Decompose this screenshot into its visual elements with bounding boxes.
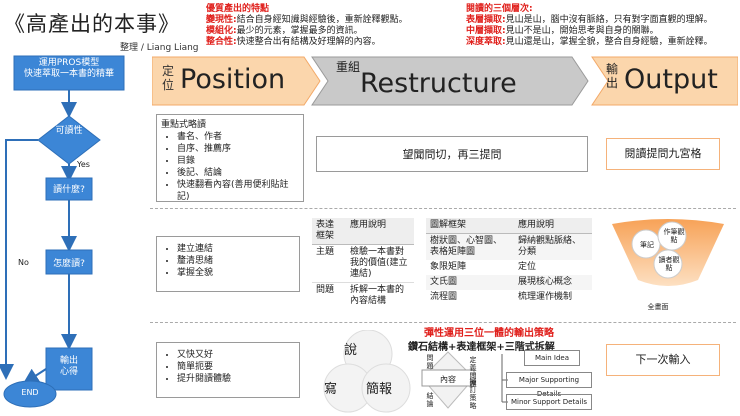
list-item: 釐清思緒	[177, 255, 295, 267]
levels-block: 閱讀的三個層次: 表層擷取:見山是山，腦中沒有脈絡，只有對字面直觀的理解。 中層…	[466, 4, 738, 48]
venn-label-c: 簡報	[366, 382, 393, 397]
ribbon-arrows	[152, 56, 738, 106]
row1-restructure-box: 望聞問切，再三提問	[316, 136, 588, 172]
stair-main: Main Idea	[524, 350, 580, 366]
flow-output	[45, 347, 93, 391]
ribbon-restructure-small: 重組	[336, 60, 361, 74]
diamond-center-box	[421, 369, 475, 387]
page-title: 《高產出的本事》	[4, 12, 180, 36]
list-item: 建立連結	[177, 243, 295, 255]
ribbon-output	[591, 56, 738, 106]
stair-major: Major Supporting Details	[506, 372, 592, 398]
row3-position-box: 又快又好 簡單扼要 提升閱讀體驗	[156, 342, 300, 398]
venn-diagram	[323, 330, 411, 413]
framework-table: 表達框架 應用說明 主題 檢驗一本書對我的價值(建立連結) 問題 拆解一本書的內…	[312, 218, 414, 309]
list-item: 掌握全貌	[177, 267, 295, 279]
flow-start	[13, 55, 125, 91]
diamond-far-right: 擬訂策略	[469, 378, 477, 410]
diamond-center: 內容	[440, 375, 456, 384]
venn-circle	[361, 363, 411, 413]
venn-label-a: 說	[344, 343, 358, 358]
flow-decision-label: 可讀性	[55, 126, 83, 136]
funnel-label-a: 筆記	[640, 241, 654, 249]
ribbon-position-small: 定位	[162, 64, 175, 92]
notes-funnel-diagram	[612, 219, 724, 286]
level-row: 深度萃取:見山還是山，掌握全貌，整合自身經驗，重新詮釋。	[466, 37, 713, 47]
flow-end-label: END	[21, 388, 39, 397]
row-divider	[150, 208, 736, 209]
table-row: 流程圖 梳理運作機制	[430, 292, 573, 302]
ribbon-restructure	[311, 56, 589, 106]
ribbon-position	[152, 56, 321, 106]
flow-output-label: 輸出 心得	[59, 356, 78, 377]
level-row: 表層擷取:見山是山，腦中沒有脈絡，只有對字面直觀的理解。	[466, 15, 713, 25]
flow-decision	[37, 115, 101, 165]
levels-heading: 閱讀的三個層次:	[466, 4, 533, 14]
row1-position-title: 重點式略讀	[161, 120, 207, 130]
ribbon-position-big: Position	[180, 64, 286, 95]
funnel-label-c: 讀者觀點	[658, 256, 680, 272]
row2-position-box: 建立連結 釐清思緒 掌握全貌	[156, 236, 300, 292]
table-row: 文氏圖 展現核心概念	[426, 275, 592, 290]
level-row: 中層擷取:見山不是山，開始思考與自身的關聯。	[466, 26, 659, 36]
table-row: 樹狀圖、心智圖、表格矩陣圖 歸納觀點脈絡、分類	[426, 233, 592, 260]
feature-row: 變現性:結合自身經知識與經驗後，重新詮釋觀點。	[206, 15, 408, 25]
stair-connector	[501, 354, 508, 403]
flow-how-label: 怎麼讀?	[53, 259, 85, 269]
list-item: 後記、結論	[177, 167, 299, 179]
strategy-heading: 彈性運用三位一體的輸出策略	[424, 328, 554, 339]
flow-end	[3, 380, 57, 408]
funnel-caption: 全畫面	[647, 303, 669, 311]
table-row: 象限矩陣 定位	[430, 262, 537, 272]
node-circle	[657, 221, 687, 251]
table-header: 應用說明	[350, 220, 387, 230]
list-item: 快速翻看內容(善用便利貼註記)	[177, 179, 299, 203]
features-block: 優質產出的特點 變現性:結合自身經知識與經驗後，重新詮釋觀點。 模組化:最少的元…	[206, 4, 416, 48]
flowchart	[0, 55, 125, 408]
list-item: 提升閱讀體驗	[177, 373, 295, 385]
list-item: 目錄	[177, 155, 299, 167]
row3-output-box: 下一次輸入	[606, 344, 720, 376]
byline: 整理 / Liang Liang	[120, 43, 199, 53]
table-header: 圖解框架	[430, 220, 467, 230]
row-divider	[150, 322, 736, 323]
diamond-diagram	[421, 351, 475, 409]
feature-row: 模組化:最少的元素，掌握最多的資訊。	[206, 26, 363, 36]
table-row: 主題 檢驗一本書對我的價值(建立連結)	[312, 245, 414, 283]
flow-how	[45, 249, 93, 275]
table-row: 問題 拆解一本書的內容結構	[316, 285, 405, 306]
strategy-subheading: 鑽石結構+表達框架+三階式拆解	[408, 342, 555, 353]
stair-minor: Minor Support Details	[506, 394, 592, 410]
list-item: 又快又好	[177, 349, 295, 361]
features-heading: 優質產出的特點	[206, 4, 270, 14]
table-header: 表達框架	[316, 220, 335, 241]
funnel-label-b: 作筆觀點	[663, 228, 685, 244]
flow-start-label: 運用PROS模型 快速萃取一本書的精華	[23, 58, 114, 79]
table-header: 應用說明	[518, 220, 555, 230]
flow-yes-label: Yes	[77, 160, 90, 169]
row1-position-box: 重點式略讀 書名、作者 自序、推薦序 目錄 後記、結論 快速翻看內容(善用便利貼…	[156, 114, 304, 202]
flow-what-label: 讀什麼?	[53, 185, 85, 195]
list-item: 簡單扼要	[177, 361, 295, 373]
diamond-top: 問題	[426, 354, 434, 370]
ribbon-restructure-big: Restructure	[360, 68, 517, 99]
ribbon-output-small: 輸出	[606, 62, 619, 90]
graphic-table: 圖解框架 應用說明 樹狀圖、心智圖、表格矩陣圖 歸納觀點脈絡、分類 象限矩陣 定…	[426, 218, 592, 305]
ribbon-output-big: Output	[624, 64, 718, 95]
flow-no-label: No	[18, 258, 29, 267]
node-circle	[653, 249, 683, 279]
feature-row: 整合性:快速整合出有結構及好理解的內容。	[206, 37, 381, 47]
list-item: 書名、作者	[177, 131, 299, 143]
row1-output-box: 閱讀提問九宮格	[606, 138, 720, 170]
venn-label-b: 寫	[324, 382, 338, 397]
diamond-bottom: 結論	[426, 392, 434, 408]
list-item: 自序、推薦序	[177, 143, 299, 155]
diamond-right: 定義問題	[469, 356, 477, 388]
